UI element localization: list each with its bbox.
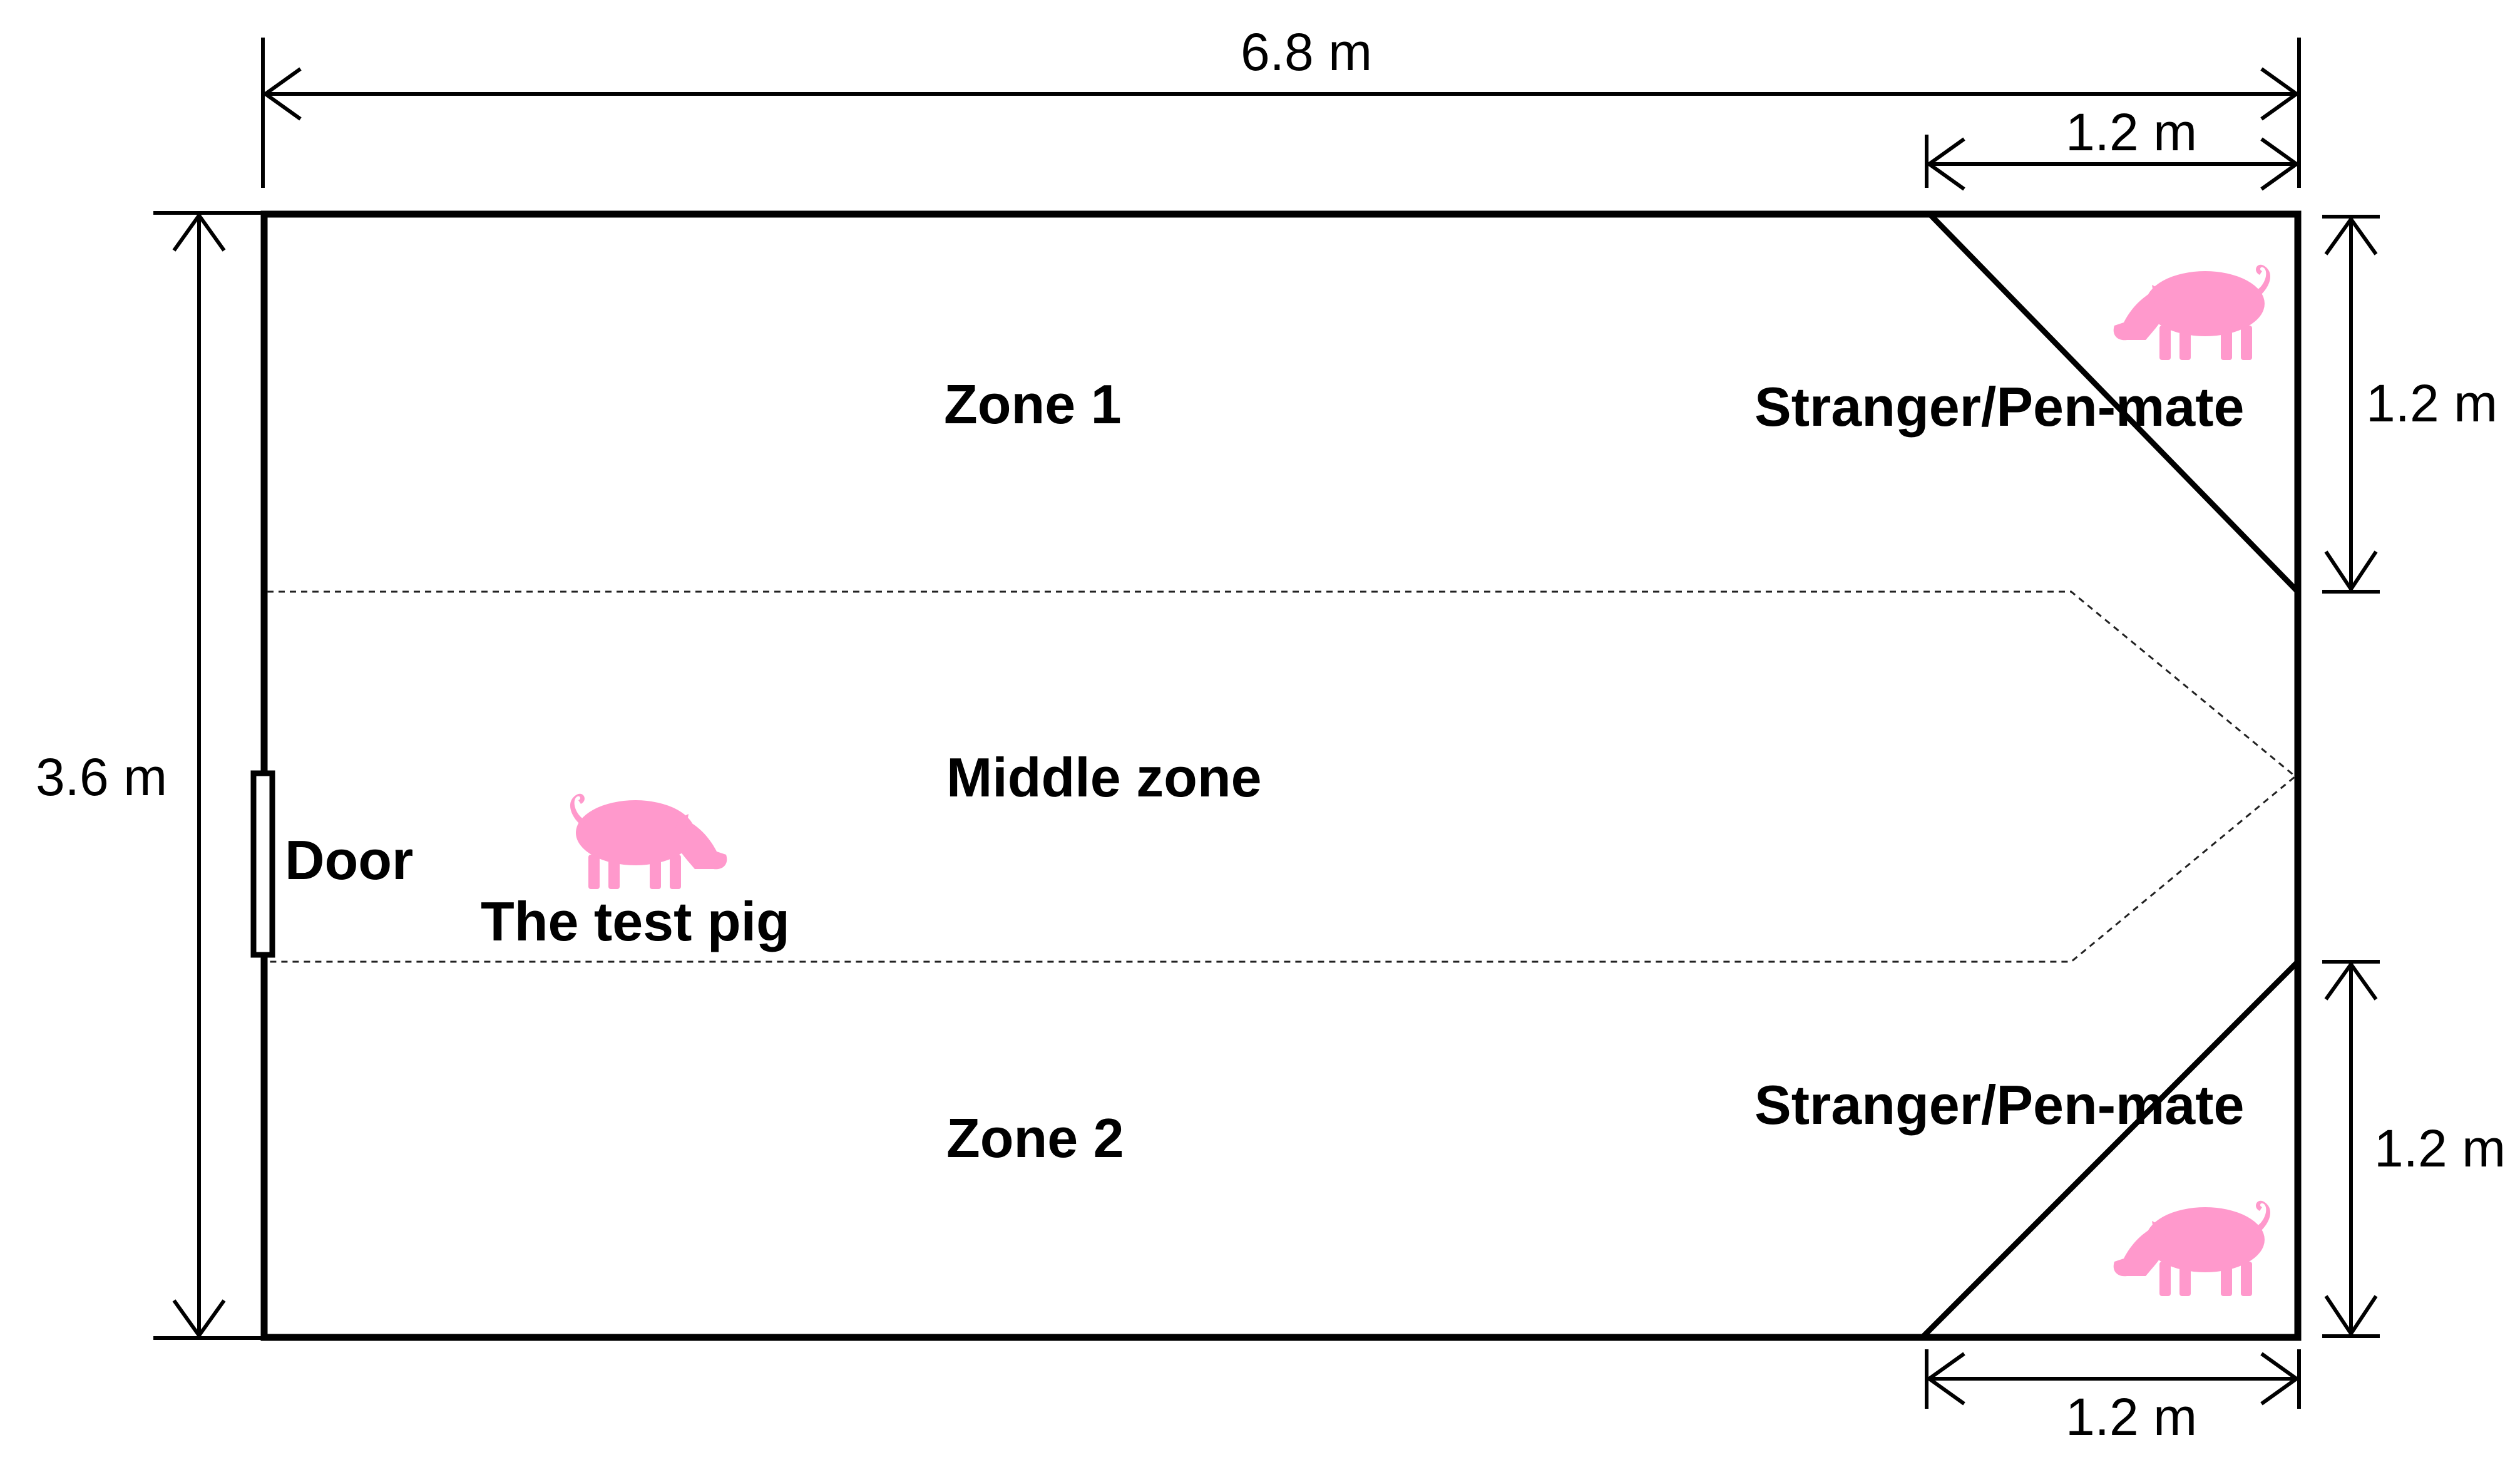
door <box>250 770 275 958</box>
overall-width-label: 6.8 m <box>1241 23 1372 81</box>
top-pen-height-label: 1.2 m <box>2366 374 2497 433</box>
test-pig-label: The test pig <box>481 890 790 952</box>
pig-icon <box>2113 1200 2271 1296</box>
top-pen-divider <box>1927 212 2300 594</box>
overall-width-dimension: 6.8 m <box>261 23 2301 188</box>
top-pen-width-label: 1.2 m <box>2066 103 2197 162</box>
bottom-pen-width-dimension: 1.2 m <box>1925 1349 2301 1446</box>
bottom-pen-divider <box>1920 959 2300 1340</box>
top-pen-height-dimension: 1.2 m <box>2322 215 2497 594</box>
bottom-pen-width-label: 1.2 m <box>2066 1387 2197 1446</box>
top-pen-width-dimension: 1.2 m <box>1925 103 2300 191</box>
bottom-pen-height-label: 1.2 m <box>2374 1119 2506 1178</box>
overall-height-label: 3.6 m <box>36 748 167 806</box>
pig-icon <box>2113 264 2271 360</box>
pig-icon <box>570 793 727 889</box>
bottom-pen-height-dimension: 1.2 m <box>2322 960 2506 1338</box>
door-label: Door <box>285 829 413 891</box>
middle-zone-label: Middle zone <box>946 746 1262 808</box>
bottom-pen-label: Stranger/Pen-mate <box>1754 1074 2244 1136</box>
middle-zone-boundary <box>267 590 2297 963</box>
zone-2-label: Zone 2 <box>946 1107 1124 1169</box>
top-pen-label: Stranger/Pen-mate <box>1754 376 2244 438</box>
overall-height-dimension: 3.6 m <box>36 211 263 1340</box>
zone-1-label: Zone 1 <box>944 373 1122 435</box>
